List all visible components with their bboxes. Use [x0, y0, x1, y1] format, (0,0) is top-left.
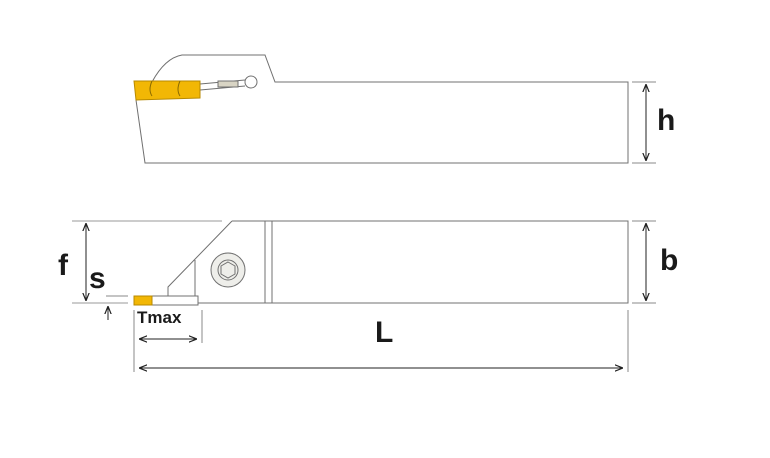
dimensions-side: [86, 220, 656, 372]
side-blade: [149, 295, 199, 306]
top-view-body-outline: [135, 54, 629, 164]
side-view: [72, 220, 629, 306]
label-L: L: [375, 316, 394, 349]
top-insert: [133, 80, 201, 101]
label-h: h: [657, 104, 676, 137]
label-b: b: [660, 244, 679, 277]
side-body-outline: [167, 220, 629, 304]
side-insert: [133, 295, 153, 306]
label-s: s: [89, 262, 106, 295]
label-tmax: Tmax: [137, 308, 182, 327]
dimension-h: [632, 81, 656, 164]
label-f: f: [58, 249, 68, 282]
screw-icon: [210, 252, 246, 288]
clamp-ball: [244, 75, 258, 89]
top-view: [133, 54, 629, 164]
